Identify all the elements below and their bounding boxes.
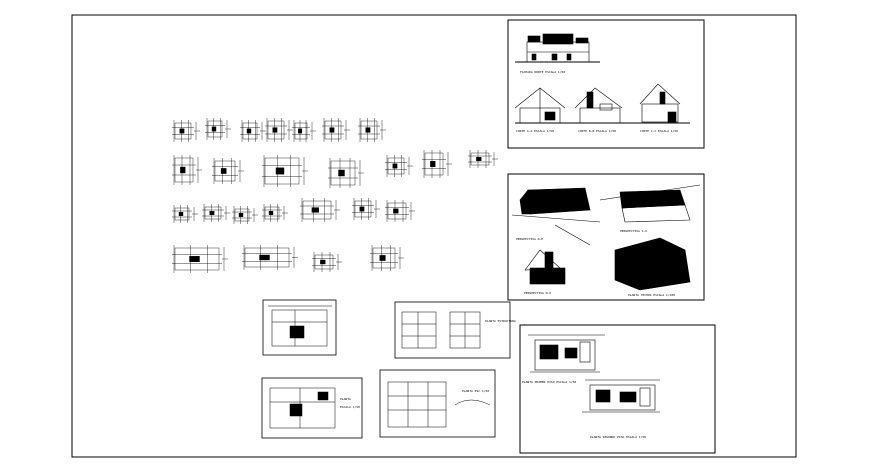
drawing-frame [71,14,797,458]
section-drawings [514,83,690,124]
front-elevation-drawing [515,33,600,63]
panel-floor-plan-b: PLANTA ESTRUCTURA [394,301,516,359]
panel-upper-plan: PLANTA ESC 1/50 [379,369,496,438]
svg-text:PERSPECTIVA N-O: PERSPECTIVA N-O [524,291,551,295]
detail-sheet [205,118,231,140]
detail-sheet [172,245,228,273]
svg-text:PLANTA SEGUNDO PISO ESCALA 1/: PLANTA SEGUNDO PISO ESCALA 1/50 [590,435,646,439]
detail-sheets-cluster [172,118,498,273]
svg-text:PERSPECTIVA S-O: PERSPECTIVA S-O [620,229,647,233]
site-plan-drawing [528,334,660,413]
detail-sheet [358,118,386,142]
svg-text:CORTE B-B ESCALA 1/50: CORTE B-B ESCALA 1/50 [578,129,616,133]
detail-sheet [385,200,415,222]
svg-text:PERSPECTIVA N-E: PERSPECTIVA N-E [516,237,543,241]
svg-text:PLANTA ESC 1/50: PLANTA ESC 1/50 [462,389,489,393]
detail-sheet [172,155,202,185]
svg-text:ESCALA 1/50: ESCALA 1/50 [340,405,360,409]
detail-sheet [328,158,364,188]
detail-sheet [242,245,298,270]
detail-sheet [468,150,498,168]
detail-sheet [265,118,293,142]
svg-text:FACHADA NORTE ESCALA 1/50: FACHADA NORTE ESCALA 1/50 [520,70,565,74]
panel-site-plan: PLANTA PRIMER PISO ESCALA 1/50 PLANTA SE… [519,324,716,454]
detail-sheet [232,206,258,224]
panel-ground-plan: PLANTA ESCALA 1/50 [261,377,363,439]
detail-sheet [312,252,342,272]
detail-sheet [300,198,340,222]
detail-sheet [262,155,308,187]
detail-sheet [202,204,230,222]
panel-elevations: FACHADA NORTE ESCALA 1/50 CORTE A-A ESCA… [507,19,705,149]
perspective-drawings [511,184,701,291]
panel-perspectives: PERSPECTIVA N-E PERSPECTIVA S-O PERSPECT… [507,173,705,301]
svg-text:PLANTA TECHOS ESCALA 1/100: PLANTA TECHOS ESCALA 1/100 [628,293,675,297]
detail-sheet [370,245,404,271]
detail-sheet [262,204,288,222]
detail-sheet [422,150,452,178]
svg-text:PLANTA PRIMER PISO ESCALA 1/5: PLANTA PRIMER PISO ESCALA 1/50 [522,380,576,384]
panel-floor-plan-a [262,299,337,356]
svg-text:PLANTA: PLANTA [340,397,351,401]
svg-text:PLANTA ESTRUCTURA: PLANTA ESTRUCTURA [485,319,516,323]
detail-sheet [172,120,200,142]
detail-sheet [240,120,266,142]
svg-text:CORTE C-C ESCALA 1/50: CORTE C-C ESCALA 1/50 [640,129,678,133]
detail-sheet [322,118,350,142]
detail-sheet [352,198,380,220]
svg-text:CORTE A-A ESCALA 1/50: CORTE A-A ESCALA 1/50 [516,129,554,133]
detail-sheet [292,120,316,142]
detail-sheet [172,205,198,223]
detail-sheet [385,155,413,177]
detail-sheet [212,158,244,184]
